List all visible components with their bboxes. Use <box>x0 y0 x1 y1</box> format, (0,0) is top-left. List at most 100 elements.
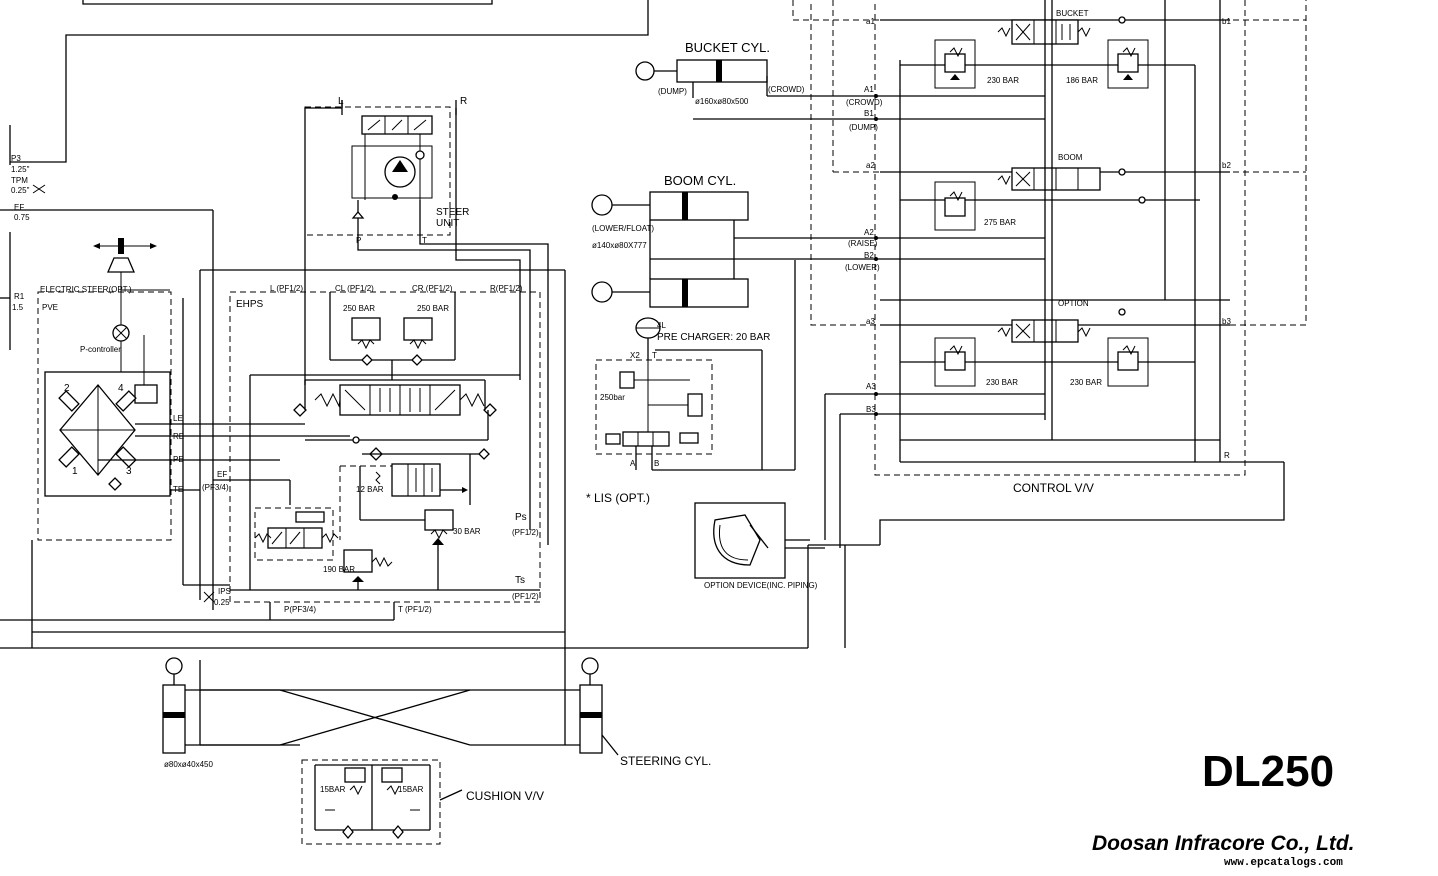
port-pe: PE <box>173 455 184 464</box>
bridge-num-3: 3 <box>126 466 132 477</box>
port-r: R <box>1224 451 1230 460</box>
boom-cyl-title: BOOM CYL. <box>664 173 736 188</box>
title-block: DL250 Doosan Infracore Co., Ltd. www.epc… <box>1092 747 1355 869</box>
p-controller-label: P-controller <box>80 345 121 354</box>
steer-unit-name: STEER <box>436 207 469 218</box>
section-bucket: BUCKET <box>1056 9 1089 18</box>
relief-250-left: 250 BAR <box>343 304 375 313</box>
lis-relief: 250bar <box>600 393 625 402</box>
pilot-a3: a3 <box>866 317 875 326</box>
r1-value: 1.5 <box>12 303 24 312</box>
relief-30-bar: 30 BAR <box>453 527 481 536</box>
ehps-p: P(PF3/4) <box>284 605 316 614</box>
electric-steer-title: ELECTRIC STEER(OPT.) <box>40 285 132 294</box>
accumulator-charge: PRE CHARGER: 20 BAR <box>657 332 770 343</box>
ehps-block: EHPS L (PF1/2) CL (PF1/2) CR (PF1/2) R(P… <box>0 284 808 649</box>
port-raise: (RAISE) <box>848 239 878 248</box>
ehps-ts: Ts <box>515 575 525 586</box>
steer-label-r: R <box>460 96 467 107</box>
pilot-a1: a1 <box>866 17 875 26</box>
port-a1: A1 <box>864 85 874 94</box>
ehps-t: T (PF1/2) <box>398 605 432 614</box>
port-le: LE <box>173 414 183 423</box>
control-valve: CONTROL V/V BUCKET a1 b1 230 BAR 186 BAR… <box>693 0 1307 648</box>
steer-unit-name2: UNIT <box>436 218 459 229</box>
relief-186-bucket-b: 186 BAR <box>1066 76 1098 85</box>
bucket-dump: (DUMP) <box>658 87 687 96</box>
ehps-ps: Ps <box>515 512 527 523</box>
steering-cylinders: ø80xø40x450 STEERING CYL. <box>162 648 711 769</box>
section-option: OPTION <box>1058 299 1089 308</box>
boom-size: ø140xø80X777 <box>592 241 647 250</box>
section-boom: BOOM <box>1058 153 1083 162</box>
steering-cyl-title: STEERING CYL. <box>620 754 711 768</box>
model-name: DL250 <box>1202 747 1334 796</box>
port-b3: B3 <box>866 405 876 414</box>
boom-cylinder: BOOM CYL. (LOWER/FLOAT) ø140xø80X777 <box>591 173 760 308</box>
tpm-label: TPM <box>11 176 28 185</box>
ehps-title: EHPS <box>236 299 264 310</box>
port-dump: (DUMP) <box>849 123 878 132</box>
steer-unit: L R STEER UNIT P T <box>304 96 469 245</box>
ehps-ef: EF <box>217 470 227 479</box>
lis-t: T <box>652 351 657 360</box>
cushion-relief-right: 15BAR <box>398 785 424 794</box>
option-device: OPTION DEVICE(INC. PIPING) <box>694 502 825 590</box>
relief-230-bucket-a: 230 BAR <box>987 76 1019 85</box>
port-re: RE <box>173 432 184 441</box>
left-edge-labels: P3 1.25" TPM 0.25" EF 0.75 R1 1.5 <box>11 154 30 312</box>
boom-lower-float: (LOWER/FLOAT) <box>592 224 654 233</box>
relief-230-option-a: 230 BAR <box>986 378 1018 387</box>
port-b1: B1 <box>864 109 874 118</box>
r1-label: R1 <box>14 292 25 301</box>
port-a2: A2 <box>864 228 874 237</box>
port-lower: (LOWER) <box>845 263 880 272</box>
steer-piping <box>199 107 566 648</box>
lis-note: * LIS (OPT.) <box>586 491 650 505</box>
bucket-cyl-title: BUCKET CYL. <box>685 40 770 55</box>
pilot-b1: b1 <box>1222 17 1231 26</box>
left-edge-lines <box>0 0 649 350</box>
ef-value: 0.75 <box>14 213 30 222</box>
port-a3: A3 <box>866 382 876 391</box>
lis-x2: X2 <box>630 351 640 360</box>
relief-250-right: 250 BAR <box>417 304 449 313</box>
p3-value: 1.25" <box>11 165 30 174</box>
option-device-label: OPTION DEVICE(INC. PIPING) <box>704 581 818 590</box>
relief-230-option-b: 230 BAR <box>1070 378 1102 387</box>
accumulator-volume: 4L <box>657 321 666 330</box>
steering-cyl-size: ø80xø40x450 <box>164 760 213 769</box>
ehps-ips: IPS <box>218 587 231 596</box>
ehps-ef-size: (PF3/4) <box>202 483 229 492</box>
lis-b: B <box>654 459 659 468</box>
lis-a: A <box>630 459 636 468</box>
bucket-size: ø160xø80x500 <box>695 97 749 106</box>
bridge-num-2: 2 <box>64 383 70 394</box>
steer-port-t: T <box>422 236 427 245</box>
accumulator-lis: 4L PRE CHARGER: 20 BAR X2 T 250bar A B *… <box>586 260 796 505</box>
relief-190-bar: 190 BAR <box>323 565 355 574</box>
pilot-a2: a2 <box>866 161 875 170</box>
ehps-port-cl: CL (PF1/2) <box>335 284 374 293</box>
cushion-relief-left: 15BAR <box>320 785 346 794</box>
steer-port-p: P <box>356 236 361 245</box>
steer-label-l: L <box>338 96 344 107</box>
bucket-crowd: (CROWD) <box>768 85 805 94</box>
port-crowd: (CROWD) <box>846 98 883 107</box>
port-te: TE <box>173 485 183 494</box>
relief-12-bar: 12 BAR <box>356 485 384 494</box>
ehps-ts-size: (PF1/2) <box>512 592 539 601</box>
manufacturer-name: Doosan Infracore Co., Ltd. <box>1092 832 1355 855</box>
p3-label: P3 <box>11 154 21 163</box>
ef-label: EF <box>14 203 24 212</box>
ehps-port-cr: CR (PF1/2) <box>412 284 453 293</box>
ehps-ps-size: (PF1/2) <box>512 528 539 537</box>
cushion-valve: 15BAR 15BAR CUSHION V/V <box>301 759 544 845</box>
pve-label: PVE <box>42 303 58 312</box>
control-valve-title: CONTROL V/V <box>1013 481 1094 495</box>
ehps-ips-val: 0.25 <box>214 598 230 607</box>
bridge-num-1: 1 <box>72 466 78 477</box>
website-url: www.epcatalogs.com <box>1224 857 1343 869</box>
cushion-title: CUSHION V/V <box>466 789 544 803</box>
bucket-cylinder: BUCKET CYL. (DUMP) (CROWD) ø160xø80x500 <box>635 40 805 106</box>
